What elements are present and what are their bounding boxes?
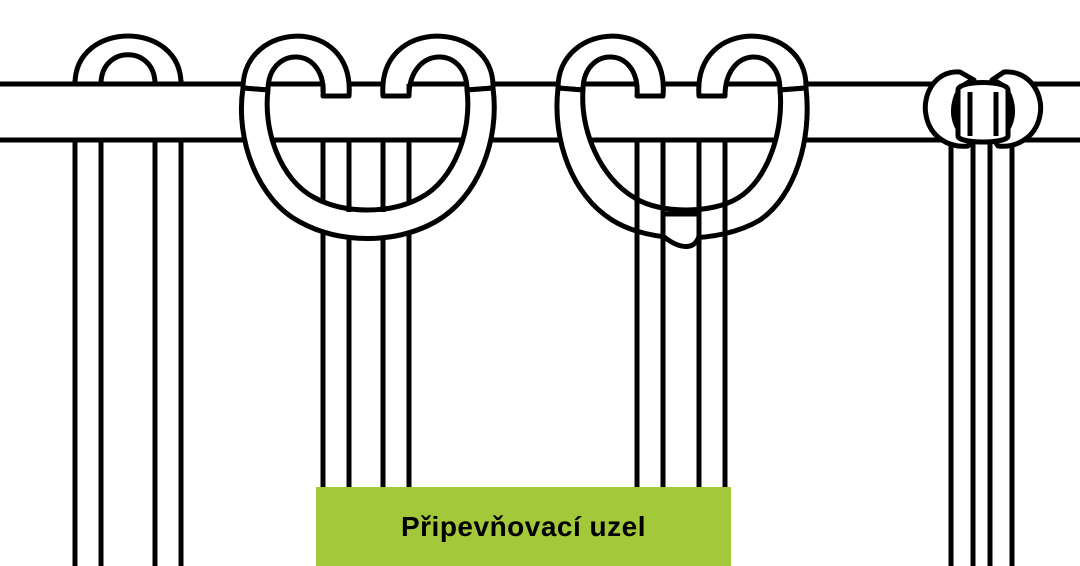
knot3-front-loop bbox=[554, 33, 810, 566]
caption-banner: Připevňovací uzel bbox=[316, 487, 731, 566]
knot1-top-loop bbox=[72, 33, 184, 87]
knot-4-tight bbox=[948, 140, 1015, 566]
knot3-crossing bbox=[660, 211, 702, 249]
knot4-front-knot bbox=[922, 69, 1044, 566]
knot2-left-ear bbox=[240, 33, 352, 99]
knot2-u-body bbox=[238, 85, 497, 241]
knot4-center-band bbox=[955, 80, 1011, 145]
caption-title: Připevňovací uzel bbox=[400, 510, 647, 542]
knot1-front-strands bbox=[72, 140, 184, 566]
dowel-rod bbox=[0, 81, 1080, 143]
knot2-front-loop bbox=[238, 33, 497, 241]
knot3-left-ear bbox=[555, 33, 666, 99]
